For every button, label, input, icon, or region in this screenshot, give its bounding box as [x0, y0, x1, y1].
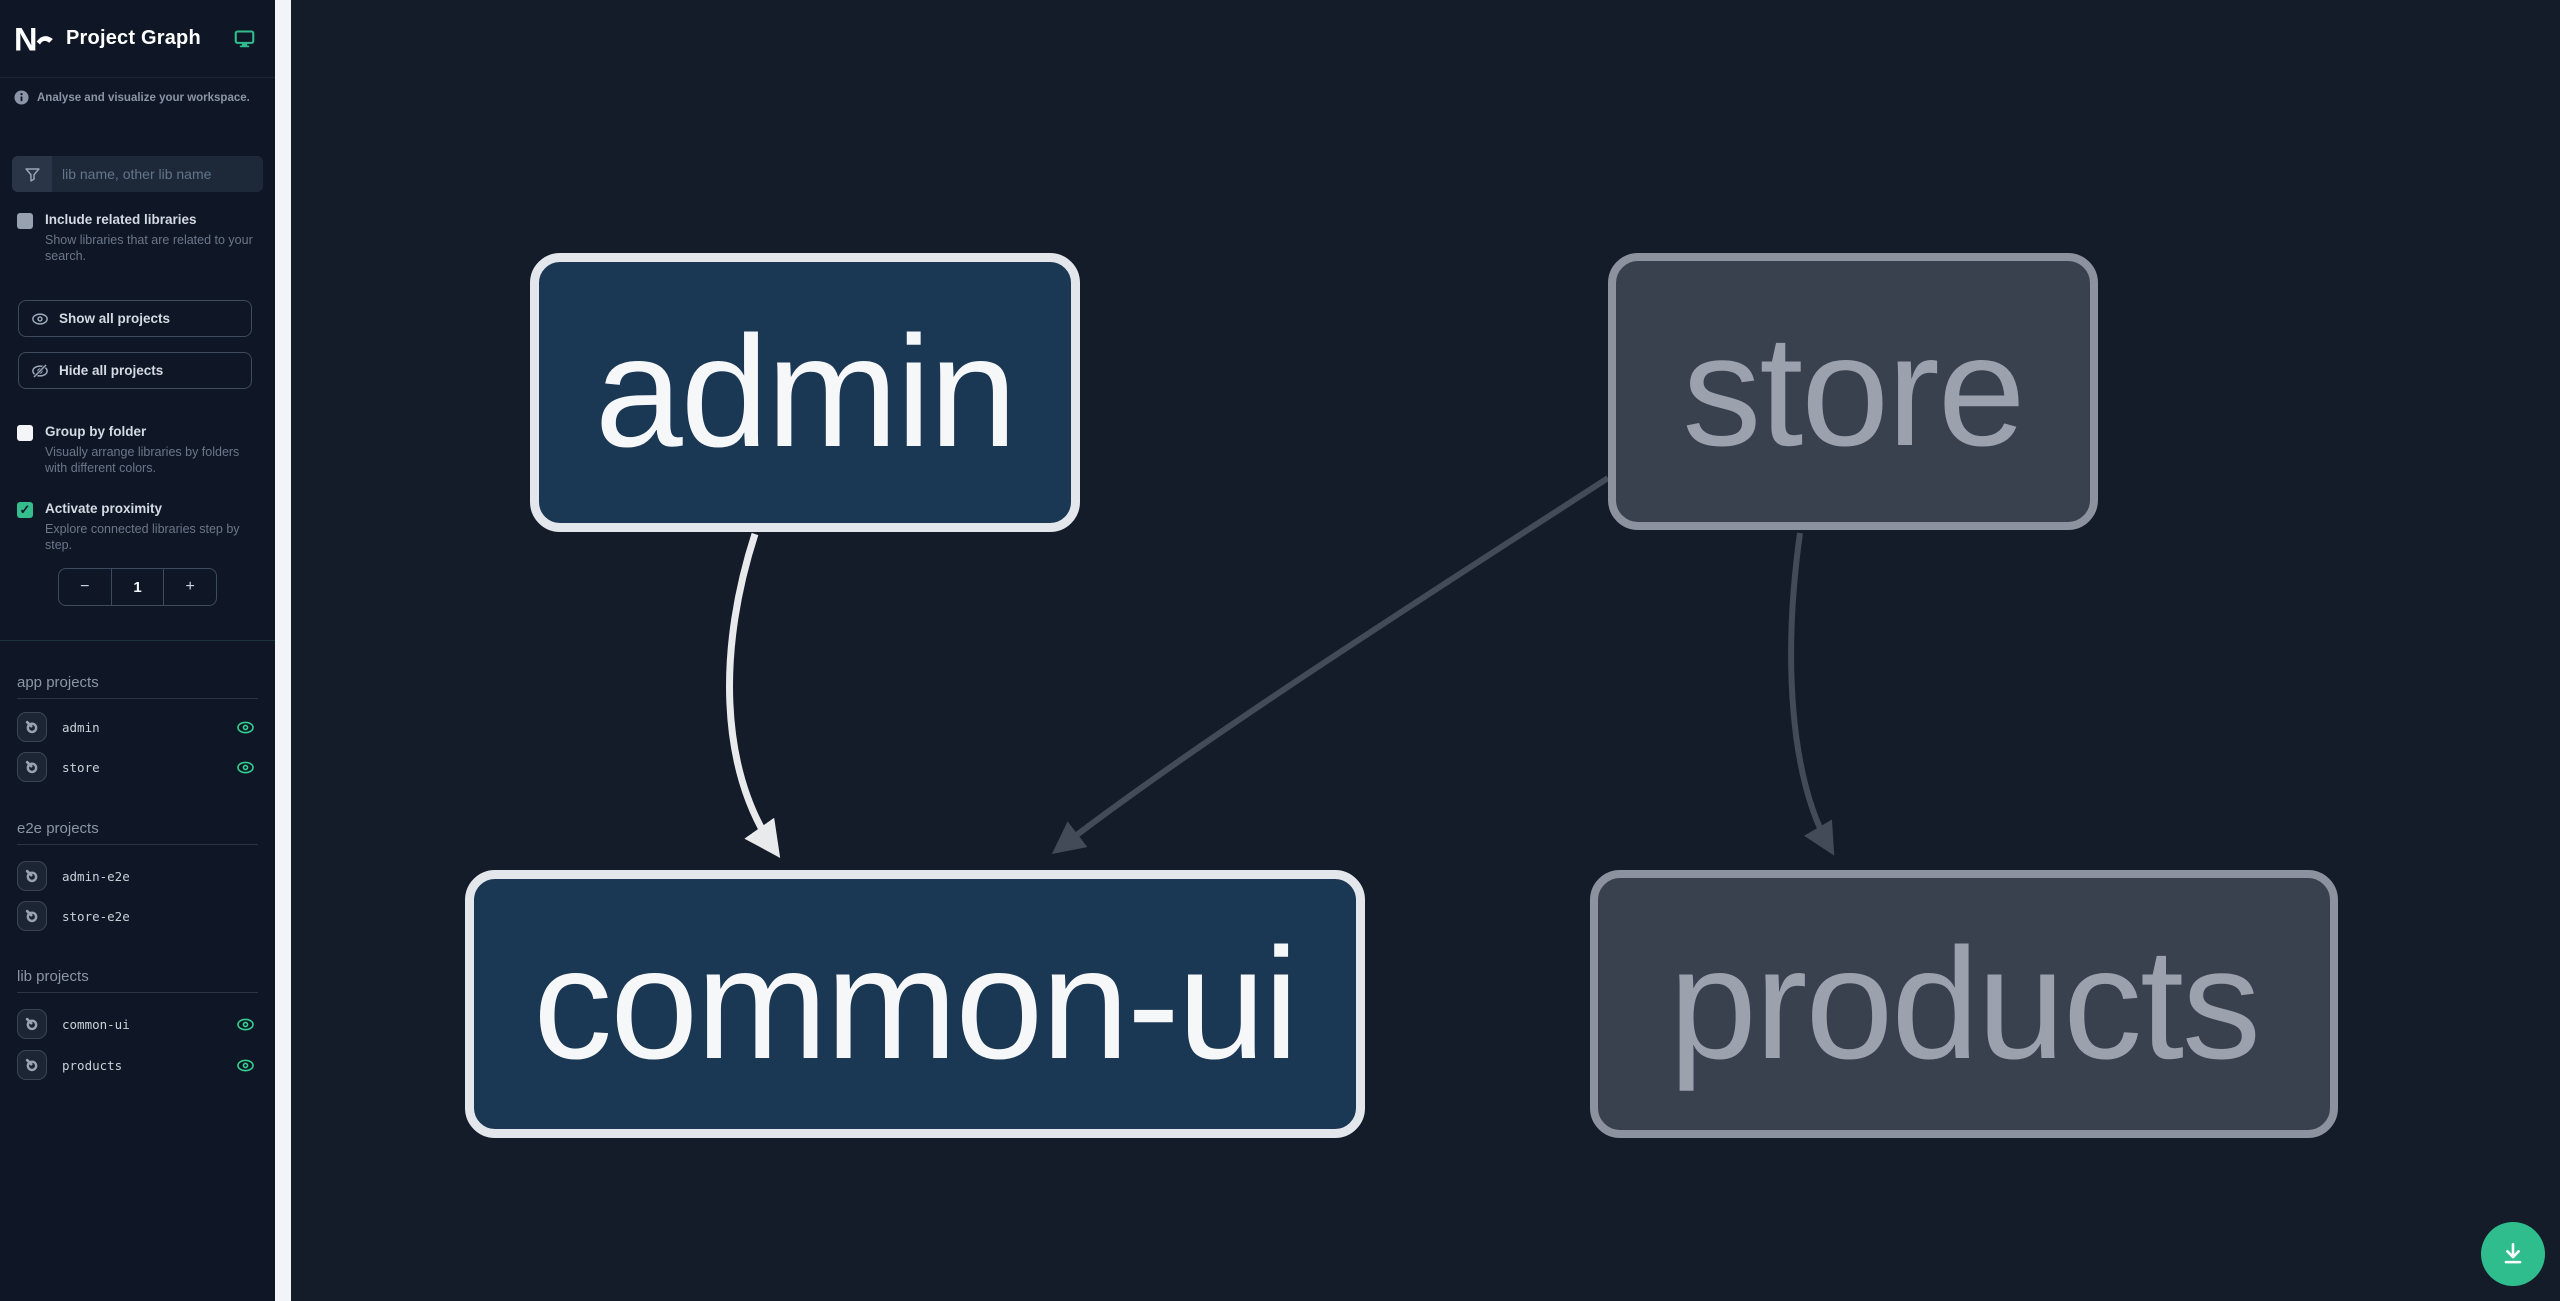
stepper-value: 1: [110, 569, 164, 605]
section-title-app-projects: app projects: [17, 674, 258, 699]
project-name: products: [62, 1058, 123, 1073]
project-row-store-e2e: store-e2e: [17, 901, 258, 933]
download-graph-button[interactable]: [2481, 1222, 2545, 1286]
graph-node-products[interactable]: products: [1590, 870, 2338, 1138]
nx-project-icon: [25, 720, 38, 734]
nx-project-icon: [25, 909, 38, 923]
visibility-eye-icon[interactable]: [236, 1056, 255, 1080]
graph-node-store[interactable]: store: [1608, 253, 2098, 530]
download-icon: [2504, 1242, 2522, 1264]
proximity-stepper: − 1 +: [58, 568, 217, 606]
toggle-group-by-folder: Group by folder Visually arrange librari…: [17, 423, 262, 476]
project-name: admin: [62, 720, 100, 735]
checkbox-include-related[interactable]: [17, 213, 33, 229]
svg-text:N: N: [14, 21, 38, 57]
focus-project-button[interactable]: [17, 712, 47, 742]
project-name: store-e2e: [62, 909, 130, 924]
focus-project-button[interactable]: [17, 901, 47, 931]
monitor-icon[interactable]: [234, 28, 255, 49]
toggle-label[interactable]: Group by folder: [45, 424, 147, 439]
focus-project-button[interactable]: [17, 861, 47, 891]
toggle-label[interactable]: Activate proximity: [45, 501, 163, 516]
sidebar-divider: [0, 640, 275, 641]
focus-project-button[interactable]: [17, 752, 47, 782]
stepper-increment-button[interactable]: +: [163, 569, 216, 605]
filter-funnel-icon: [12, 156, 52, 192]
eye-off-icon: [32, 362, 48, 379]
graph-edges: [726, 475, 1835, 858]
nx-logo-icon: N: [14, 21, 53, 57]
search-box: [12, 156, 263, 192]
project-name: common-ui: [62, 1017, 130, 1032]
stepper-decrement-button[interactable]: −: [80, 578, 90, 595]
toggle-include-related: Include related libraries Show libraries…: [17, 211, 262, 264]
project-row-admin-e2e: admin-e2e: [17, 861, 258, 893]
edge-store-to-common-ui: [1051, 475, 1610, 854]
eye-icon: [32, 312, 48, 325]
visibility-eye-icon[interactable]: [236, 718, 255, 742]
project-name: store: [62, 760, 100, 775]
nx-project-icon: [25, 1058, 38, 1072]
focus-project-button[interactable]: [17, 1009, 47, 1039]
tagline-text: Analyse and visualize your workspace.: [37, 91, 250, 104]
button-label: Show all projects: [59, 311, 171, 326]
visibility-eye-icon[interactable]: [236, 1015, 255, 1039]
workspace-tagline: Analyse and visualize your workspace.: [0, 90, 275, 105]
sidebar: N Project Graph Analyse and visualize yo…: [0, 0, 275, 1301]
focus-project-button[interactable]: [17, 1050, 47, 1080]
edge-store-to-products: [1788, 532, 1835, 856]
project-row-products: products: [17, 1050, 258, 1082]
checkbox-activate-proximity-checked[interactable]: ✓: [17, 502, 33, 518]
graph-canvas[interactable]: admin store common-ui products: [291, 0, 2560, 1301]
nx-project-icon: [25, 760, 38, 774]
graph-node-admin[interactable]: admin: [530, 253, 1080, 532]
section-title-e2e-projects: e2e projects: [17, 820, 258, 845]
search-input[interactable]: [52, 156, 263, 192]
nx-project-icon: [25, 1017, 38, 1031]
toggle-description: Visually arrange libraries by folders wi…: [45, 445, 240, 475]
toggle-description: Explore connected libraries step by step…: [45, 522, 240, 552]
hide-all-projects-button[interactable]: Hide all projects: [18, 352, 252, 389]
project-row-admin: admin: [17, 712, 258, 744]
sidebar-scrollbar[interactable]: [275, 0, 291, 1301]
toggle-description: Show libraries that are related to your …: [45, 233, 253, 263]
edge-admin-to-common-ui: [726, 532, 781, 858]
button-label: Hide all projects: [59, 363, 164, 378]
visibility-eye-icon[interactable]: [236, 758, 255, 782]
toggle-activate-proximity: ✓ Activate proximity Explore connected l…: [17, 500, 262, 553]
app-title: Project Graph: [66, 27, 201, 49]
graph-node-common-ui[interactable]: common-ui: [465, 870, 1365, 1138]
info-icon: [14, 90, 29, 105]
sidebar-header: N Project Graph: [0, 0, 275, 78]
project-row-store: store: [17, 752, 258, 784]
show-all-projects-button[interactable]: Show all projects: [18, 300, 252, 337]
toggle-label[interactable]: Include related libraries: [45, 212, 197, 227]
project-row-common-ui: common-ui: [17, 1009, 258, 1041]
section-title-lib-projects: lib projects: [17, 968, 258, 993]
checkbox-group-by-folder[interactable]: [17, 425, 33, 441]
nx-project-icon: [25, 869, 38, 883]
project-name: admin-e2e: [62, 869, 130, 884]
